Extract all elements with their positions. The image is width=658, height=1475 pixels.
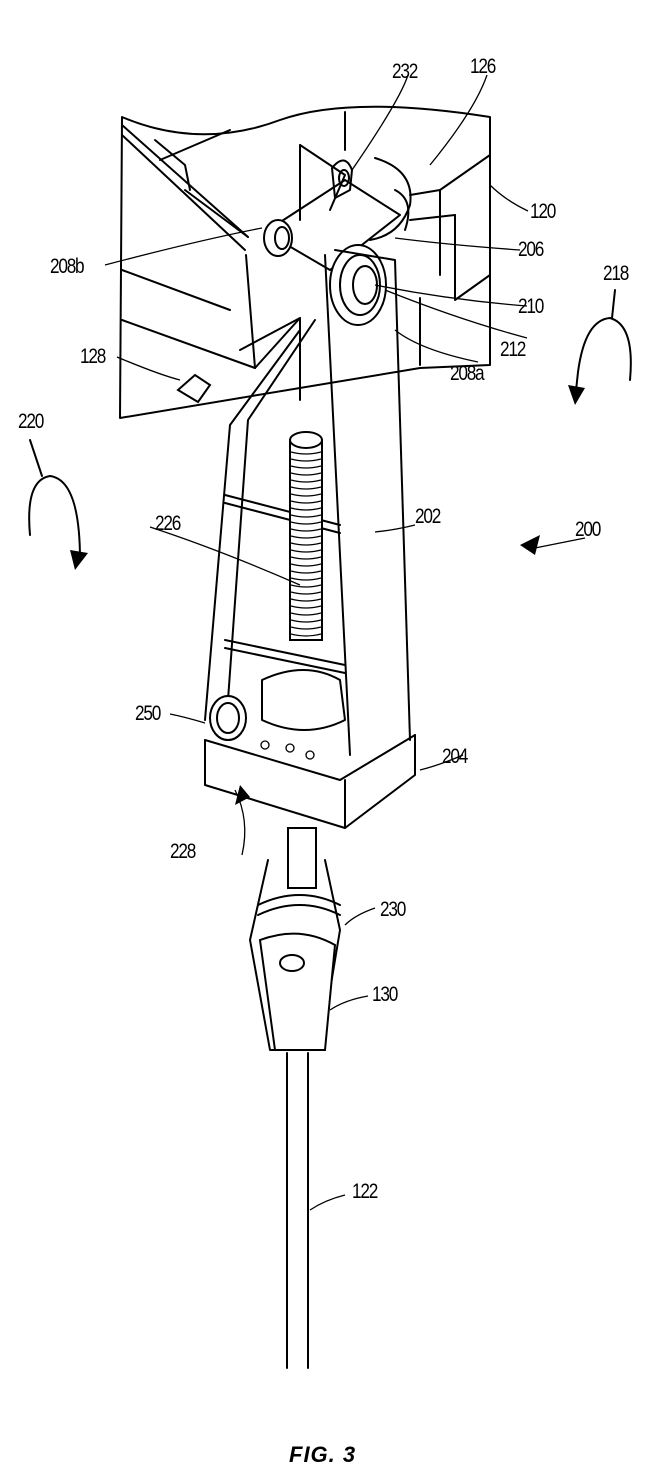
label-208b: 208b — [50, 255, 85, 278]
label-230: 230 — [380, 898, 406, 921]
clevis-130 — [249, 827, 341, 1051]
screw-thread — [290, 528, 322, 532]
label-208a: 208a — [450, 362, 485, 385]
label-210: 210 — [518, 295, 544, 318]
cable-122 — [286, 1052, 309, 1369]
label-226: 226 — [155, 512, 181, 535]
label-250: 250 — [135, 702, 161, 725]
part-128 — [176, 373, 212, 404]
label-228: 228 — [170, 840, 196, 863]
screw-thread — [290, 598, 322, 602]
label-122: 122 — [352, 1180, 378, 1203]
bearing-210-212 — [329, 244, 387, 326]
screw-thread — [290, 619, 322, 623]
arrowhead-200 — [520, 535, 540, 555]
screw-thread — [290, 556, 322, 560]
screw-thread — [290, 486, 322, 490]
screw-thread — [290, 549, 322, 553]
base-block-204 — [204, 669, 416, 829]
label-202: 202 — [415, 505, 441, 528]
label-128: 128 — [80, 345, 106, 368]
label-126: 126 — [470, 55, 496, 78]
screw-thread — [290, 479, 322, 483]
screw-thread — [290, 507, 322, 511]
screw-thread — [290, 500, 322, 504]
screw-thread — [290, 493, 322, 497]
screw-thread — [290, 465, 322, 469]
screw-thread — [290, 535, 322, 539]
rotation-arrow-218 — [568, 289, 632, 405]
screw-thread — [290, 514, 322, 518]
label-120: 120 — [530, 200, 556, 223]
screw-thread — [290, 563, 322, 567]
frame-housing-120 — [119, 105, 491, 419]
screw-thread — [290, 458, 322, 462]
screw-thread — [290, 542, 322, 546]
screw-thread — [290, 605, 322, 609]
screw-thread — [290, 591, 322, 595]
screw-thread — [290, 584, 322, 588]
screw-thread — [290, 612, 322, 616]
screw-thread — [290, 521, 322, 525]
screw-thread — [290, 577, 322, 581]
figure-caption: FIG. 3 — [289, 1442, 357, 1467]
lead-screw-226 — [288, 431, 323, 883]
label-204: 204 — [442, 745, 468, 768]
arrowhead-228 — [235, 785, 250, 805]
label-232: 232 — [392, 60, 418, 83]
screw-thread — [290, 451, 322, 455]
label-206: 206 — [518, 238, 544, 261]
arm-202 — [204, 249, 411, 756]
shaft-206 — [263, 157, 412, 271]
label-130: 130 — [372, 983, 398, 1006]
screw-thread — [290, 570, 322, 574]
screw-thread — [290, 633, 322, 637]
screw-thread — [290, 472, 322, 476]
leader-lines — [104, 74, 586, 1211]
screw-thread — [290, 626, 322, 630]
label-200: 200 — [575, 518, 601, 541]
rotation-arrow-220 — [28, 439, 88, 570]
label-212: 212 — [500, 338, 526, 361]
label-220: 220 — [18, 410, 44, 433]
label-218: 218 — [603, 262, 629, 285]
